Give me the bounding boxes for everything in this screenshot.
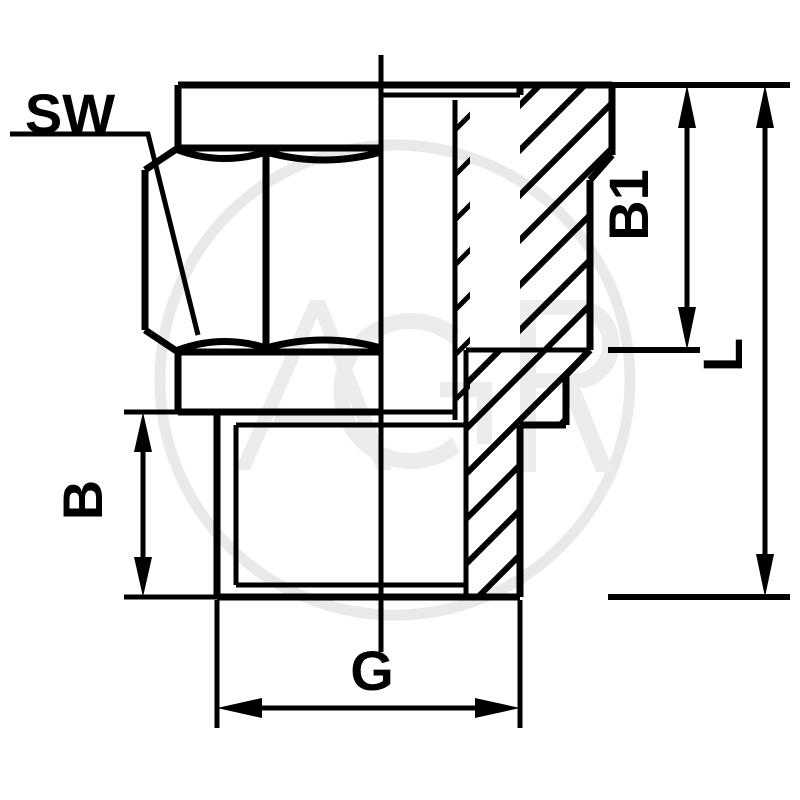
b1-arrow-bottom [678,307,696,350]
dimension-g-label: G [350,639,394,702]
dimension-sw: SW [10,82,201,336]
b-arrow-top [134,412,152,452]
dimension-sw-label: SW [25,82,115,145]
dimension-l: L [608,85,790,600]
l-arrow-top [756,85,774,128]
l-arrow-bottom [756,554,774,597]
dimension-g: G [214,600,523,728]
dimension-b1-label: B1 [597,169,660,241]
dimension-b-label: B [51,480,114,520]
dimension-b: B [51,409,222,600]
dimension-l-label: L [691,338,754,372]
g-arrow-left [217,698,262,718]
dimension-b1: B1 [597,82,790,353]
g-arrow-right [475,698,520,718]
sw-leader-line [10,131,201,336]
b-arrow-bottom [134,557,152,597]
b1-arrow-top [678,85,696,128]
